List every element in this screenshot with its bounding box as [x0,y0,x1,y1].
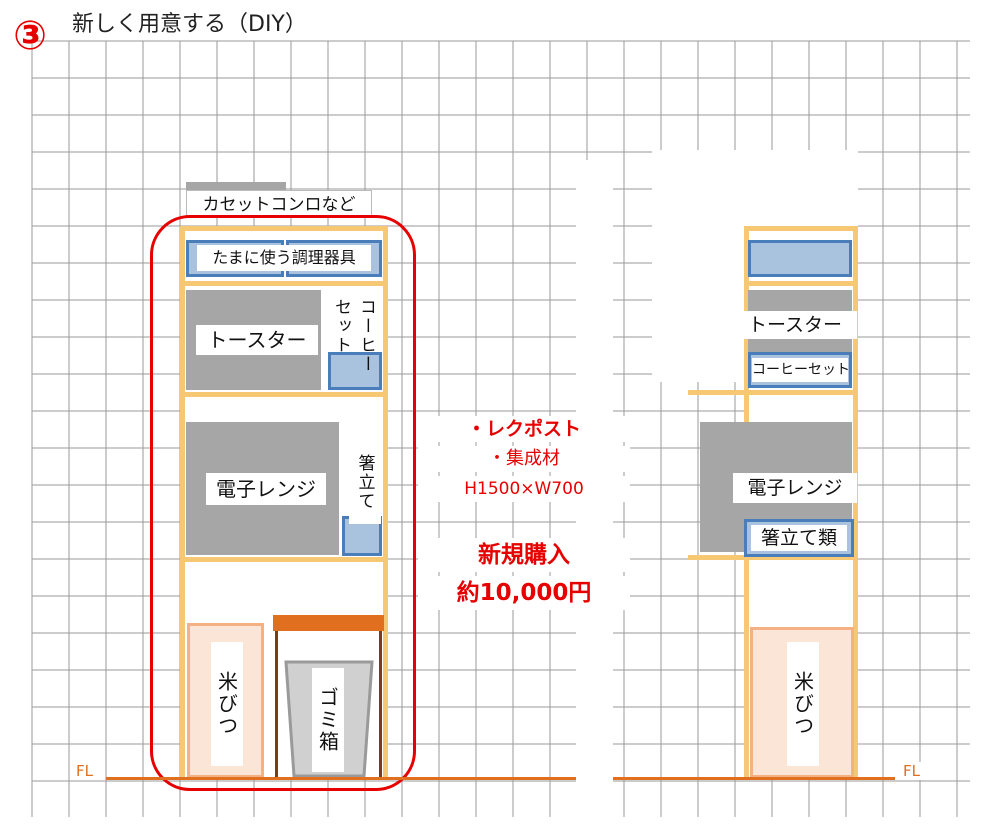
rice-bin-label: 米びつ [211,642,243,766]
right-toaster-label: トースター [733,311,857,339]
trash-box-label: ゴミ箱 [312,668,344,772]
note-laminated-wood: ・集成材 [418,446,630,472]
floor-label-right: FL [903,762,931,780]
left-shelf-side-right [383,228,388,778]
left-shelf-board-3 [180,392,388,397]
trash-table-top [273,615,384,631]
right-chopstick-label: 箸立て類 [751,525,847,551]
trash-table-leg-left [275,631,278,778]
left-shelf-board-2 [180,281,388,286]
highlight-outline [150,215,416,791]
cassette-stove-label: カセットコンロなど [186,190,372,218]
right-coffee-set-label: コーヒーセット [752,358,850,382]
page-title: 新しく用意する（DIY） [72,12,307,37]
right-shelf-board-3 [688,390,858,395]
left-shelf-side-left [180,228,185,778]
step-number-badge: ③ [13,13,47,59]
toaster-label: トースター [196,325,318,355]
right-cookware-box [748,240,852,277]
cookware-label: たまに使う調理器具 [197,245,371,271]
microwave-label: 電子レンジ [206,473,326,505]
right-microwave-label: 電子レンジ [733,473,857,503]
chopstick-stand-label: 箸立て [349,440,381,524]
left-shelf-board-top [180,226,388,231]
note-price: 約10,000円 [418,576,630,610]
left-shelf-board-4 [180,557,388,562]
right-shelf-board-4 [688,555,858,560]
right-shelf-board-2 [744,281,858,286]
coffee-set-label: コーヒーセット [331,298,376,374]
trash-table-leg-right [379,631,382,778]
note-new-purchase: 新規購入 [418,538,630,572]
right-shelf-board-top [744,226,858,231]
note-recpost: ・レクポスト [418,416,630,442]
floor-line-right [613,777,895,780]
note-size: H1500×W700 [418,476,630,502]
right-rice-bin-label: 米びつ [787,642,819,766]
coffee-set-box [328,352,382,390]
floor-label-left: FL [76,762,104,780]
floor-line-left [106,777,576,780]
right-shelf-side-right [853,228,858,778]
